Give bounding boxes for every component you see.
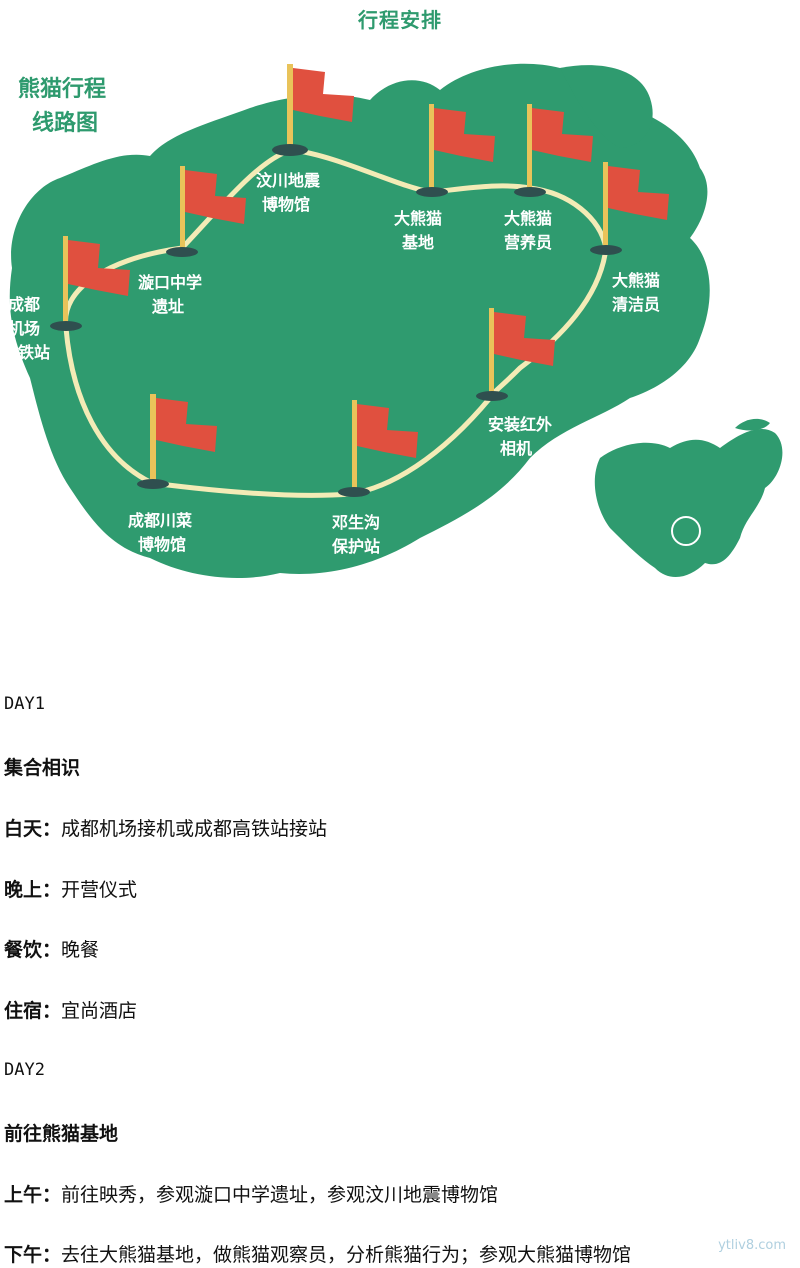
map-title-bg [8, 64, 140, 144]
item-key: 晚上： [4, 879, 62, 901]
item-key: 白天： [4, 818, 62, 840]
item-value: 开营仪式 [61, 879, 138, 901]
item-value: 成都机场接机或成都高铁站接站 [61, 818, 328, 840]
svg-text:大熊猫: 大熊猫 [394, 209, 442, 228]
flag-marker-nutrition [514, 104, 593, 197]
stop-label-nutrition: 大熊猫 营养员 [504, 209, 552, 252]
route-map-svg: 熊猫行程 线路图 [2, 63, 783, 579]
item-value: 宜尚酒店 [61, 1000, 138, 1022]
svg-text:成都: 成都 [8, 295, 40, 314]
item-key: 住宿： [4, 1000, 62, 1022]
svg-text:漩口中学: 漩口中学 [138, 273, 202, 292]
china-inset-map [594, 418, 783, 578]
svg-text:营养员: 营养员 [504, 233, 552, 252]
item-value: 晚餐 [61, 939, 100, 961]
page-title: 行程安排 [358, 8, 442, 32]
day1-item-daytime: 白天：成都机场接机或成都高铁站接站 [4, 814, 327, 841]
svg-text:机场: 机场 [8, 319, 40, 338]
svg-text:大熊猫: 大熊猫 [504, 209, 552, 228]
item-key: 上午： [4, 1184, 62, 1206]
stop-label-dengsheng: 邓生沟 保护站 [331, 513, 380, 556]
svg-text:高铁站: 高铁站 [2, 343, 50, 362]
stop-label-panda-base: 大熊猫 基地 [394, 209, 442, 252]
svg-text:相机: 相机 [500, 439, 532, 458]
panda-route-map: 熊猫行程 线路图 [0, 38, 800, 598]
flag-marker-dengsheng [338, 400, 418, 497]
map-title-line2: 线路图 [32, 110, 98, 136]
day1-item-meals: 餐饮：晚餐 [4, 935, 99, 962]
svg-text:基地: 基地 [401, 233, 434, 252]
flag-marker-cuisine [137, 394, 217, 489]
map-title-line1: 熊猫行程 [18, 76, 106, 102]
flag-marker-panda-base [416, 104, 495, 197]
day1-heading: 集合相识 [4, 757, 81, 779]
stop-label-wenchuan: 汶川地震 博物馆 [256, 171, 321, 214]
flag-marker-xuankou [166, 166, 246, 257]
svg-text:汶川地震: 汶川地震 [256, 171, 321, 190]
svg-text:遗址: 遗址 [151, 297, 184, 316]
stop-label-camera: 安装红外 相机 [488, 415, 552, 458]
stop-label-xuankou: 漩口中学 遗址 [138, 273, 202, 316]
watermark: ytliv8.com [718, 1238, 786, 1253]
day1-item-lodging: 住宿：宜尚酒店 [4, 996, 137, 1023]
svg-text:邓生沟: 邓生沟 [332, 513, 380, 532]
item-key: 餐饮： [4, 939, 62, 961]
flag-marker-cleaner [590, 162, 669, 255]
svg-text:成都川菜: 成都川菜 [128, 511, 192, 530]
day2-heading: 前往熊猫基地 [4, 1123, 119, 1145]
stop-label-cleaner: 大熊猫 清洁员 [612, 271, 660, 314]
day2-label: DAY2 [4, 1060, 45, 1080]
map-land-right [560, 65, 653, 148]
day1-label: DAY1 [4, 694, 45, 714]
flag-marker-airport [50, 236, 130, 331]
day1-item-evening: 晚上：开营仪式 [4, 875, 137, 902]
day2-item-morning: 上午：前往映秀，参观漩口中学遗址，参观汶川地震博物馆 [4, 1180, 498, 1207]
stop-label-airport: 成都 机场 高铁站 [2, 295, 50, 362]
day2-item-afternoon: 下午：去往大熊猫基地，做熊猫观察员，分析熊猫行为；参观大熊猫博物馆 [4, 1240, 631, 1267]
svg-text:博物馆: 博物馆 [138, 535, 186, 554]
stop-label-cuisine: 成都川菜 博物馆 [128, 511, 192, 554]
item-value: 去往大熊猫基地，做熊猫观察员，分析熊猫行为；参观大熊猫博物馆 [61, 1244, 632, 1266]
svg-text:博物馆: 博物馆 [262, 195, 310, 214]
item-key: 下午： [4, 1244, 62, 1266]
flag-marker-wenchuan [272, 64, 354, 156]
svg-text:保护站: 保护站 [331, 537, 380, 556]
svg-text:安装红外: 安装红外 [488, 415, 552, 434]
flag-marker-camera [476, 308, 555, 401]
svg-text:大熊猫: 大熊猫 [612, 271, 660, 290]
svg-text:清洁员: 清洁员 [612, 295, 660, 314]
item-value: 前往映秀，参观漩口中学遗址，参观汶川地震博物馆 [61, 1184, 499, 1206]
